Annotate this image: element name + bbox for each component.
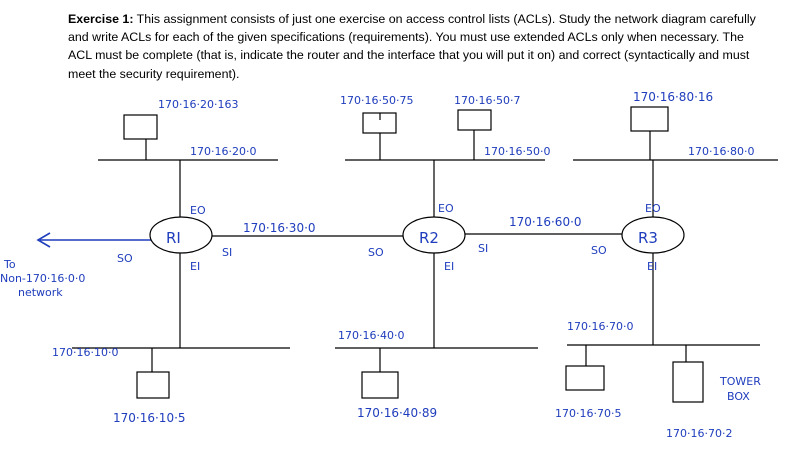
host-40-89-label: 170·16·40·89 — [357, 406, 437, 420]
r3-e1-label: EI — [647, 260, 657, 273]
router-r1 — [149, 216, 213, 254]
exercise-heading: Exercise 1: — [68, 12, 134, 26]
r2-s0-label: SO — [368, 246, 384, 259]
external-line-3: network — [18, 286, 63, 299]
host-70-5-label: 170·16·70·5 — [555, 407, 621, 420]
network-40-label: 170·16·40·0 — [338, 329, 404, 342]
host-box — [630, 106, 669, 132]
host-10-5-label: 170·16·10·5 — [113, 411, 186, 425]
r3-s0-label: SO — [591, 244, 607, 257]
tower-label-1: TOWER — [719, 375, 761, 388]
r1-s1-label: SI — [222, 246, 232, 259]
host-20-163-label: 170·16·20·163 — [158, 98, 238, 111]
r2-e1-label: EI — [444, 260, 454, 273]
router-r3 — [621, 216, 685, 254]
network-80-label: 170·16·80·0 — [688, 145, 754, 158]
r2-s1-label: SI — [478, 242, 488, 255]
network-30-label: 170·16·30·0 — [243, 221, 316, 235]
host-box — [457, 109, 492, 131]
external-line-1: To — [3, 258, 16, 271]
arrow-head-icon — [36, 232, 51, 248]
exercise-intro: Exercise 1: This assignment consists of … — [68, 10, 758, 83]
host-70-2-label: 170·16·70·2 — [666, 427, 732, 440]
router-r1-name: RI — [166, 229, 181, 247]
exercise-text: This assignment consists of just one exe… — [68, 12, 756, 81]
router-r3-name: R3 — [638, 229, 658, 247]
network-20-label: 170·16·20·0 — [190, 145, 256, 158]
host-box — [565, 365, 605, 391]
tower-box — [672, 361, 704, 403]
router-r2 — [402, 216, 466, 254]
host-80-16-label: 170·16·80·16 — [633, 90, 713, 104]
r1-s0-label: SO — [117, 252, 133, 265]
r1-e0-label: EO — [190, 204, 206, 217]
host-50-75-label: 170·16·50·75 — [340, 94, 413, 107]
network-10-label: 170·16·10·0 — [52, 346, 118, 359]
host-box — [361, 371, 399, 399]
network-70-label: 170·16·70·0 — [567, 320, 633, 333]
host-50-7-label: 170·16·50·7 — [454, 94, 520, 107]
network-50-label: 170·16·50·0 — [484, 145, 550, 158]
host-box — [123, 114, 158, 140]
r3-e0-label: EO — [645, 202, 661, 215]
network-60-label: 170·16·60·0 — [509, 215, 582, 229]
external-line-2: Non-170·16·0·0 — [0, 272, 85, 285]
r1-e1-label: EI — [190, 260, 200, 273]
host-box — [136, 371, 170, 399]
tower-label-2: BOX — [727, 390, 750, 403]
router-r2-name: R2 — [419, 229, 439, 247]
r2-e0-label: EO — [438, 202, 454, 215]
